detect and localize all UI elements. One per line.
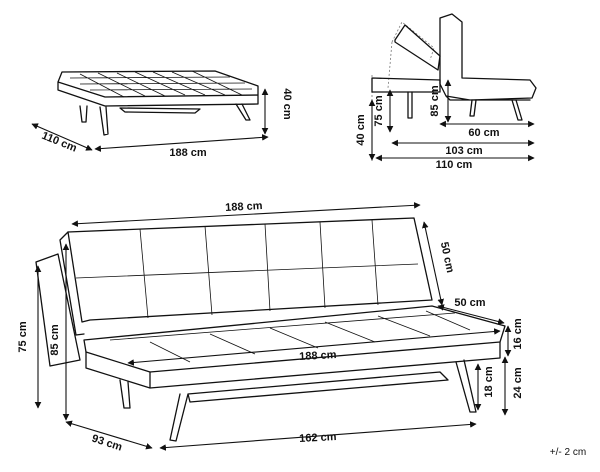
main-total-height-label: 75 cm (17, 321, 29, 352)
side-total-depth-label: 110 cm (436, 159, 473, 171)
flat-height-label: 40 cm (281, 88, 293, 119)
flat-bed-tufting (69, 70, 253, 98)
main-seat-width-label: 188 cm (299, 349, 337, 363)
side-bed-depth-label: 60 cm (468, 127, 499, 139)
flat-bed-mattress (57, 70, 259, 107)
main-legs (119, 359, 477, 442)
side-reclined-depth-label: 103 cm (445, 145, 483, 157)
main-overall-width-label: 188 cm (225, 200, 263, 214)
side-profile-view: 85 cm 75 cm 40 cm 60 cm 103 cm 110 cm (355, 13, 537, 171)
main-leg-span-label: 162 cm (299, 431, 337, 445)
main-sofa-view: 188 cm 50 cm 50 cm 188 cm 162 cm 93 cm 7… (17, 200, 524, 454)
flat-bed-legs (79, 103, 251, 136)
side-backrest (394, 24, 441, 71)
flat-bed-view: 40 cm 188 cm 110 cm (31, 70, 293, 159)
main-back-height-label: 50 cm (438, 241, 456, 274)
main-height-with-back-label: 85 cm (49, 324, 61, 355)
side-bed-seat (371, 77, 441, 93)
flat-width-label: 188 cm (169, 147, 207, 159)
main-depth-label: 93 cm (90, 433, 124, 454)
tolerance-note: +/- 2 cm (550, 447, 586, 458)
side-back-height-label: 85 cm (429, 85, 441, 116)
main-side-arm (35, 253, 81, 367)
main-cushion-thickness-label: 16 cm (512, 318, 524, 349)
side-seat-height-label: 75 cm (373, 95, 385, 126)
main-leg-height-label: 18 cm (483, 366, 495, 397)
flat-depth-label: 110 cm (40, 130, 79, 155)
main-seat-cushion (83, 305, 506, 373)
side-bed-height-label: 40 cm (355, 114, 367, 145)
side-bed-leg (407, 91, 413, 119)
main-backrest (67, 217, 433, 323)
main-seat-to-floor-label: 24 cm (512, 367, 524, 398)
side-legs (469, 99, 523, 121)
side-upright-sofa (439, 13, 537, 101)
main-seat-depth-label: 50 cm (454, 297, 485, 309)
main-back-tufting (75, 219, 419, 319)
main-seat-tufting (109, 310, 471, 363)
